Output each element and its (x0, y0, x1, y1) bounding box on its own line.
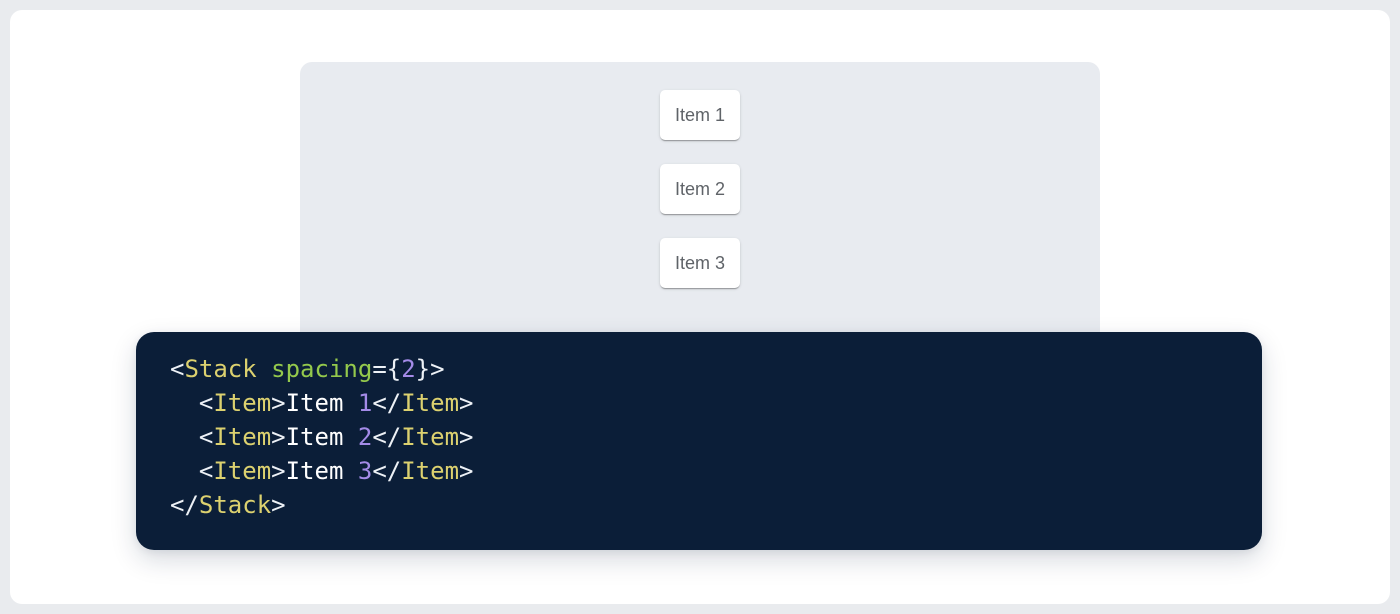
code-token-plain (170, 457, 199, 485)
code-token-punct: < (198, 389, 214, 417)
code-token-number: 1 (357, 389, 373, 417)
stack-item-3: Item 3 (660, 238, 740, 288)
code-token-tag: Item (213, 389, 272, 417)
stack-item-2-label: Item 2 (674, 178, 726, 199)
code-token-plain (257, 355, 271, 383)
code-token-punct: </ (372, 457, 402, 485)
code-token-punct: < (170, 355, 185, 383)
code-token-tag: Item (401, 389, 460, 417)
code-token-punct: </ (372, 389, 402, 417)
code-token-plain: Item (285, 457, 358, 485)
code-token-plain (170, 389, 199, 417)
code-line: <Item>Item 2</Item> (170, 420, 1228, 454)
stack-item-1: Item 1 (660, 90, 740, 140)
code-token-number: 2 (357, 423, 373, 451)
code-token-plain: Item (285, 423, 358, 451)
code-token-punct: > (459, 457, 474, 485)
code-token-punct: </ (170, 491, 199, 519)
code-token-punct: < (198, 457, 214, 485)
stack-demo: Item 1 Item 2 Item 3 (660, 90, 740, 288)
code-token-punct: > (271, 389, 286, 417)
stack-item-3-label: Item 3 (674, 252, 726, 273)
docs-page-card: Item 1 Item 2 Item 3 <Stack spacing={2}>… (10, 10, 1390, 604)
code-content: <Stack spacing={2}> <Item>Item 1</Item> … (170, 352, 1228, 522)
code-line: <Item>Item 1</Item> (170, 386, 1228, 420)
code-line: </Stack> (170, 488, 1228, 522)
code-token-punct: > (271, 491, 286, 519)
stack-item-1-label: Item 1 (674, 104, 726, 125)
demo-preview-panel: Item 1 Item 2 Item 3 (300, 62, 1100, 362)
code-token-punct: > (271, 423, 286, 451)
code-token-tag: Item (401, 457, 460, 485)
code-token-tag: Item (213, 457, 272, 485)
code-token-punct: > (459, 389, 474, 417)
code-token-plain (170, 423, 199, 451)
code-token-punct: < (198, 423, 214, 451)
code-line: <Item>Item 3</Item> (170, 454, 1228, 488)
code-token-attr: spacing (271, 355, 373, 383)
code-token-punct: ={ (372, 355, 402, 383)
stack-item-2: Item 2 (660, 164, 740, 214)
code-token-tag: Stack (198, 491, 272, 519)
code-line: <Stack spacing={2}> (170, 352, 1228, 386)
code-token-punct: </ (372, 423, 402, 451)
code-token-punct: > (459, 423, 474, 451)
code-token-punct: > (271, 457, 286, 485)
code-token-tag: Item (213, 423, 272, 451)
code-token-number: 2 (401, 355, 416, 383)
code-token-tag: Item (401, 423, 460, 451)
code-token-number: 3 (357, 457, 373, 485)
code-token-tag: Stack (184, 355, 257, 383)
code-token-punct: }> (415, 355, 445, 383)
code-block: <Stack spacing={2}> <Item>Item 1</Item> … (136, 332, 1262, 550)
code-token-plain: Item (285, 389, 358, 417)
